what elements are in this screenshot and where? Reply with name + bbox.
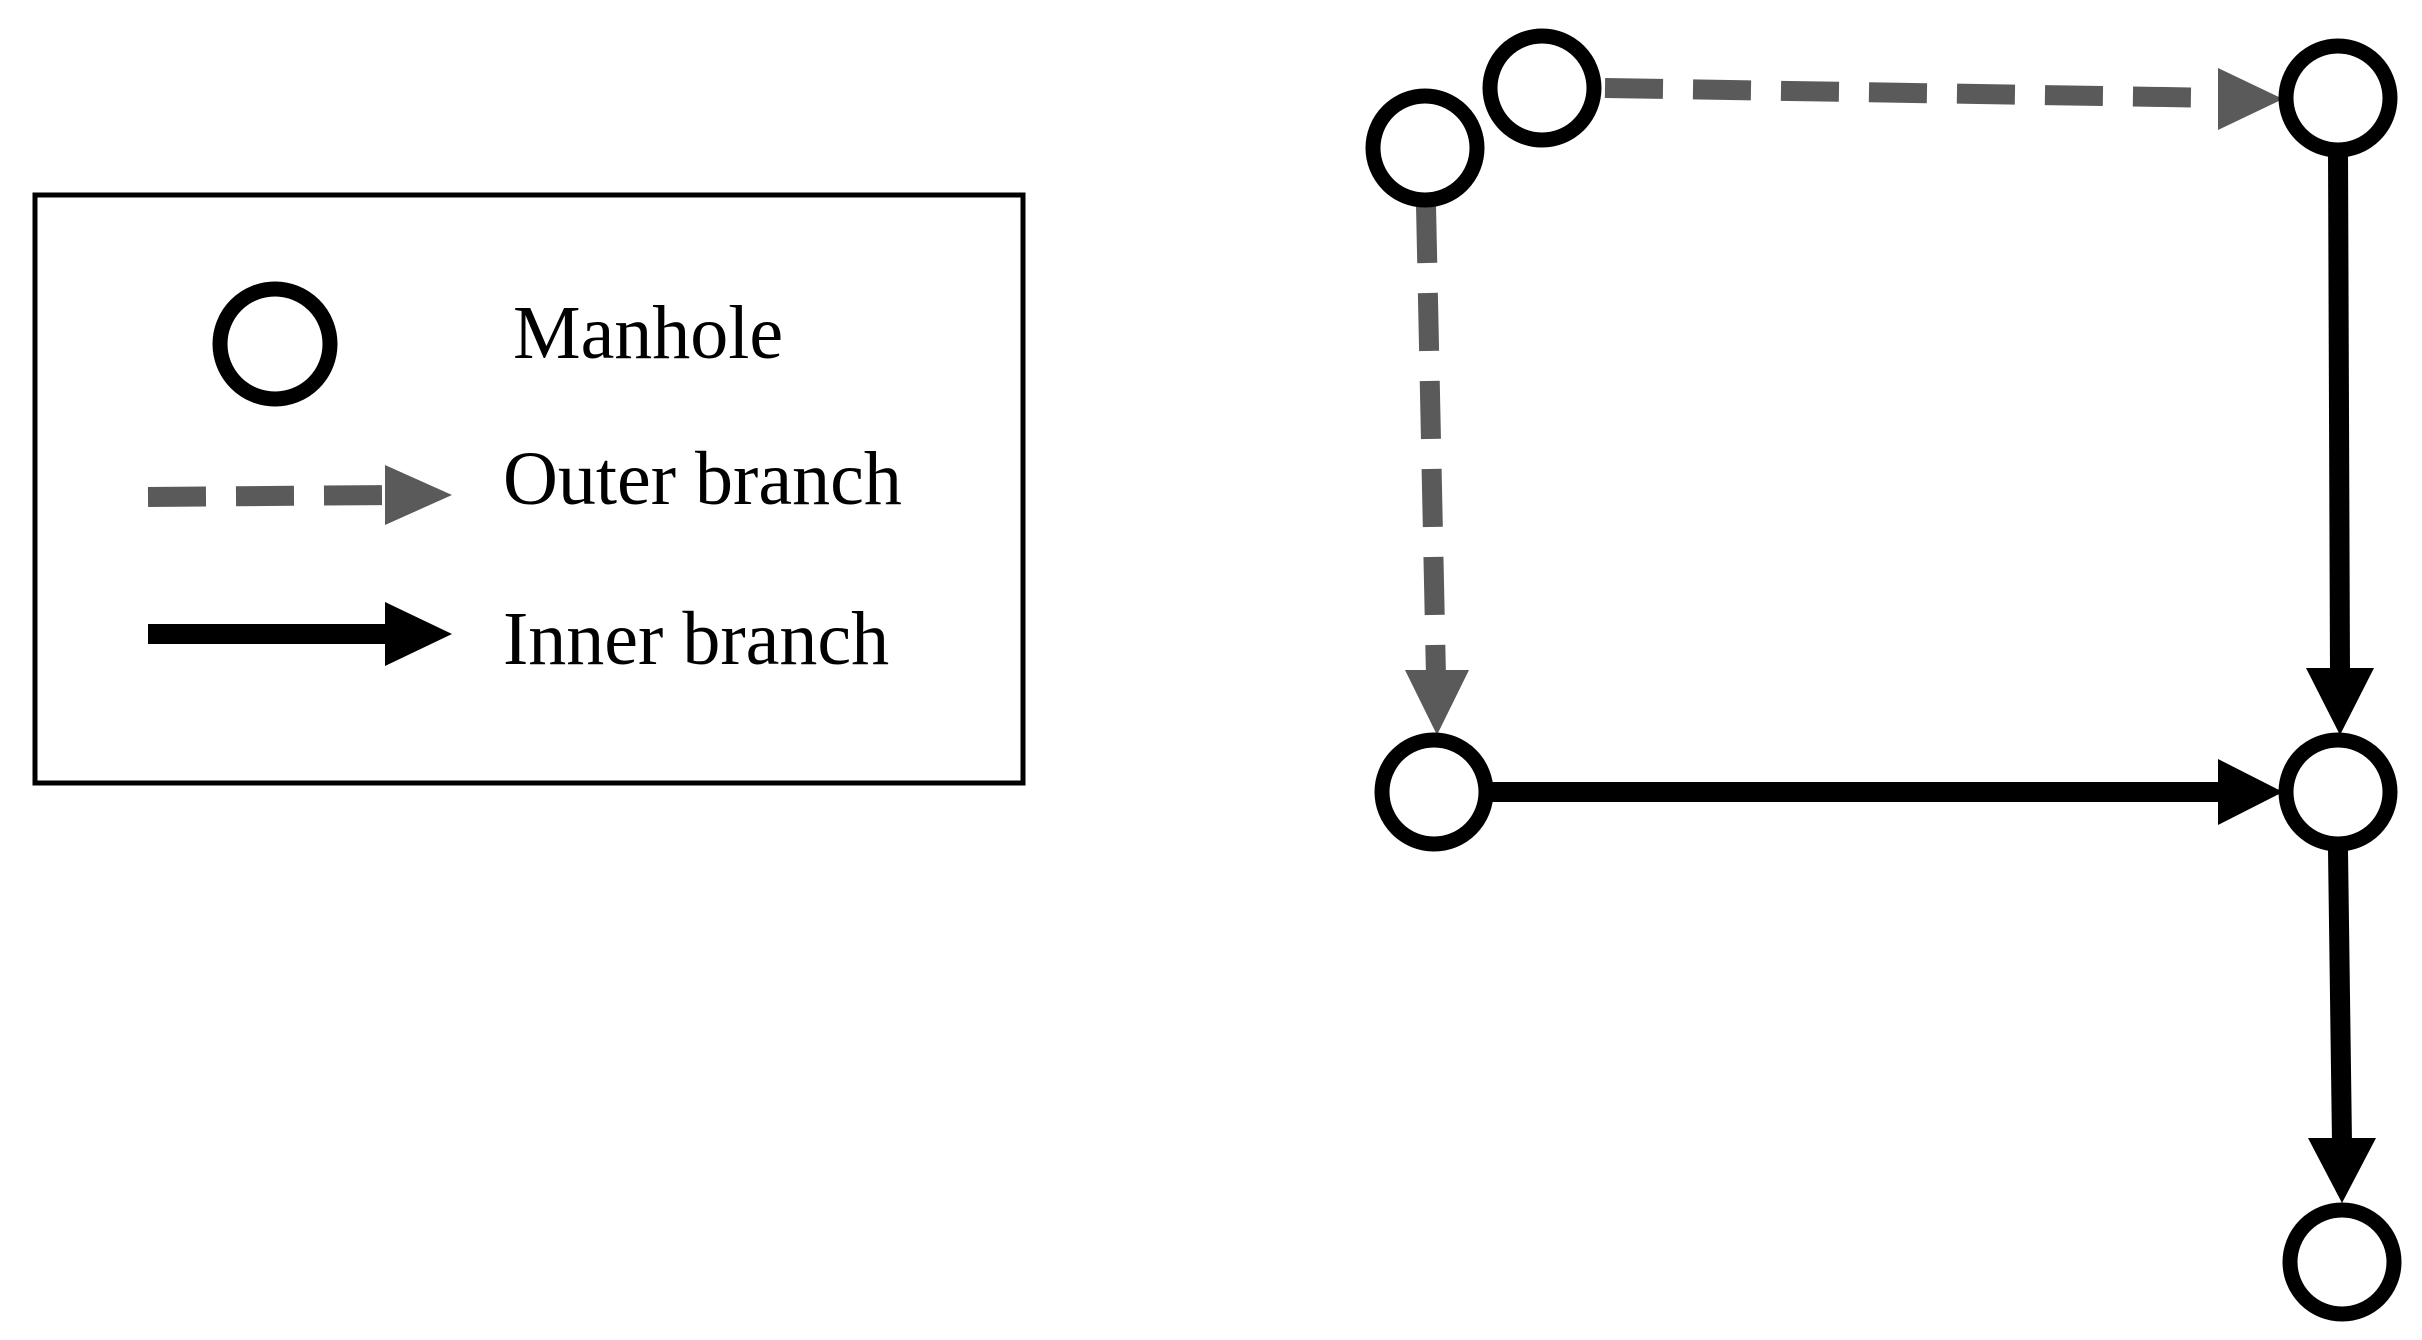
manhole-middle-left xyxy=(1374,732,1494,852)
manhole-middle-right xyxy=(2278,732,2398,852)
inner-branch-outlet xyxy=(2308,849,2376,1203)
legend-outer-branch-icon xyxy=(147,465,452,525)
inner-branch-horizontal xyxy=(1490,759,2283,825)
manhole-top-left xyxy=(1365,88,1485,208)
legend-box xyxy=(32,192,1026,786)
legend-manhole-label: Manhole xyxy=(513,291,783,375)
legend-outer-branch-label: Outer branch xyxy=(503,437,902,521)
outer-branch-top xyxy=(1604,68,2283,130)
manhole-bottom-right xyxy=(2282,1202,2402,1322)
legend-inner-branch-icon xyxy=(148,602,452,666)
manhole-top-middle xyxy=(1482,28,1602,148)
legend: Manhole Outer branch Inner branch xyxy=(32,192,1026,786)
outer-branch-left xyxy=(1405,204,1469,735)
inner-branch-right-vertical xyxy=(2306,149,2374,735)
sewer-network xyxy=(1365,28,2402,1322)
legend-manhole-icon xyxy=(212,281,338,407)
legend-inner-branch-label: Inner branch xyxy=(503,597,889,681)
manhole-top-right xyxy=(2278,38,2398,158)
